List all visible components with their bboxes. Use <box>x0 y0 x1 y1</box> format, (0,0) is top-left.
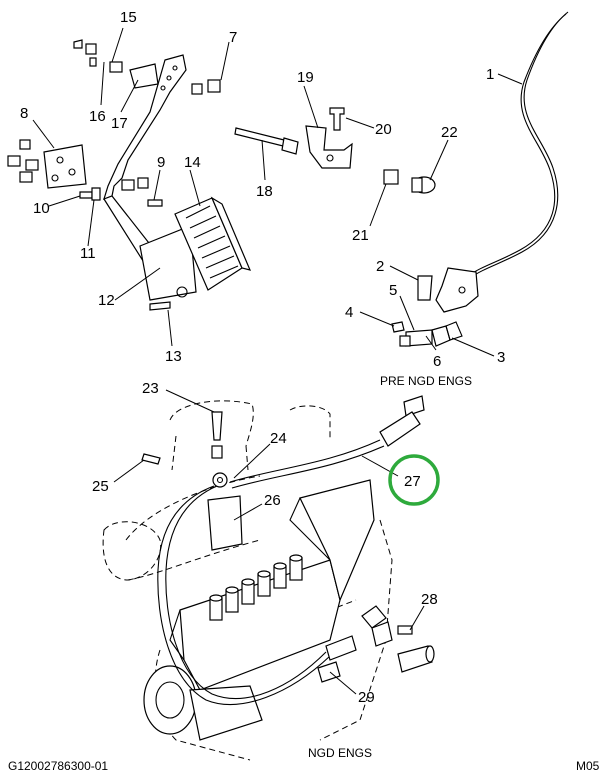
callout-17: 17 <box>111 115 128 132</box>
accelerator-pedal <box>174 196 252 291</box>
callout-8: 8 <box>20 105 28 122</box>
callout-10: 10 <box>33 200 50 217</box>
callout-14: 14 <box>184 154 201 171</box>
callout-29: 29 <box>358 689 375 706</box>
callout-26: 26 <box>264 492 281 509</box>
callout-3: 3 <box>497 349 505 366</box>
document-number: G12002786300-01 <box>8 759 108 773</box>
pedal-stop <box>411 176 436 194</box>
throttle-rod <box>234 127 299 155</box>
cable-spring-assembly <box>391 321 463 347</box>
page-code: M05 <box>576 759 600 773</box>
cable-end-fitting <box>361 605 435 673</box>
callout-13: 13 <box>165 348 182 365</box>
callout-18: 18 <box>256 183 273 200</box>
highlight-circle <box>388 454 440 506</box>
leader-lines <box>32 27 523 695</box>
callout-4: 4 <box>345 304 353 321</box>
callout-21: 21 <box>352 227 369 244</box>
injector-outlets <box>209 554 303 621</box>
cable-connector <box>317 661 341 683</box>
caption-pre-ngd-engs: PRE NGD ENGS <box>380 374 472 388</box>
callout-labels: 1 2 3 4 5 6 7 8 9 10 11 12 13 14 15 16 1… <box>20 9 505 706</box>
throttle-cable-upper <box>467 11 569 279</box>
callout-25: 25 <box>92 478 109 495</box>
callout-15: 15 <box>120 9 137 26</box>
pump-gear-housing <box>143 665 263 741</box>
cable-bracket-lower <box>207 495 243 551</box>
callout-27: 27 <box>404 473 421 490</box>
floor-bracket <box>7 139 87 189</box>
callout-20: 20 <box>375 121 392 138</box>
ngd-throttle-cable <box>157 395 425 706</box>
callout-19: 19 <box>297 69 314 86</box>
fuel-pump <box>169 479 375 691</box>
bracket-bolt <box>329 107 345 131</box>
callout-28: 28 <box>421 591 438 608</box>
small-hardware <box>73 39 221 311</box>
governor-lever <box>417 267 479 313</box>
callout-12: 12 <box>98 292 115 309</box>
callout-7: 7 <box>229 29 237 46</box>
callout-5: 5 <box>389 282 397 299</box>
callout-1: 1 <box>486 66 494 83</box>
callout-22: 22 <box>441 124 458 141</box>
callout-9: 9 <box>157 154 165 171</box>
pedal-bracket <box>129 63 197 301</box>
callout-23: 23 <box>142 380 159 397</box>
callout-2: 2 <box>376 258 384 275</box>
callout-16: 16 <box>89 108 106 125</box>
bumper-pad <box>383 169 399 185</box>
callout-11: 11 <box>80 245 96 262</box>
cable-clamp <box>141 411 228 488</box>
callout-24: 24 <box>270 430 287 447</box>
callout-6: 6 <box>433 353 441 370</box>
cable-bracket <box>305 125 353 169</box>
caption-ngd-engs: NGD ENGS <box>308 746 372 760</box>
